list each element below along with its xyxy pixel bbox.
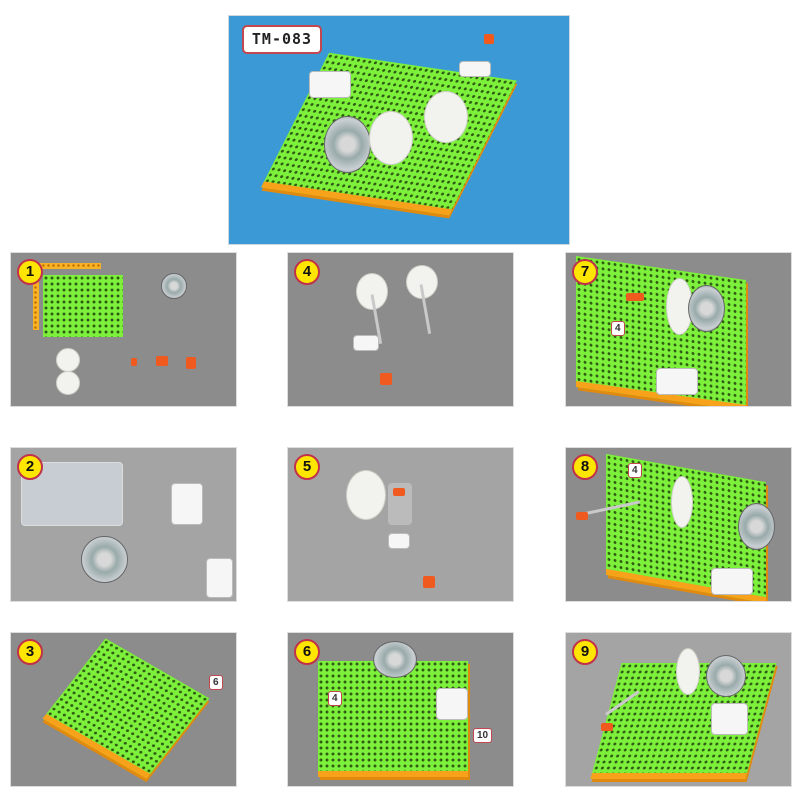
crank-holder (353, 335, 379, 351)
led-holder (171, 483, 203, 525)
model-label: TM-083 (242, 25, 322, 54)
step-badge: 5 (294, 454, 320, 480)
green-board (42, 638, 210, 779)
motor (324, 116, 371, 173)
gear-disk (676, 648, 700, 695)
led-holder (436, 688, 468, 720)
green-board (43, 275, 123, 337)
crank-handle (380, 373, 392, 385)
screw-callout: 4 (328, 691, 342, 706)
step-badge: 8 (572, 454, 598, 480)
step-1-panel: 1 (10, 252, 237, 407)
gear-disk (369, 111, 413, 165)
gear-disk (56, 371, 80, 395)
step-badge: 1 (17, 259, 43, 285)
step-9-panel: 9 (565, 632, 792, 787)
orange-part (186, 357, 196, 369)
gear-disk (424, 91, 468, 143)
step-badge: 3 (17, 639, 43, 665)
gear-disk (56, 348, 80, 372)
gear-disk (356, 273, 388, 310)
crank-holder (459, 61, 491, 77)
motor (373, 641, 417, 678)
screw-callout: 4 (611, 321, 625, 336)
motor (161, 273, 187, 299)
step-7-panel: 7 4 (565, 252, 792, 407)
motor (706, 655, 746, 697)
orange-part (156, 356, 168, 366)
gear-disk (346, 470, 386, 520)
step-5-panel: 5 (287, 447, 514, 602)
step-2-panel: 2 (10, 447, 237, 602)
step-badge: 9 (572, 639, 598, 665)
step-badge: 6 (294, 639, 320, 665)
frame-strip (33, 265, 39, 330)
product-hero-photo: TM-083 (228, 15, 570, 245)
crank-handle (601, 723, 613, 731)
led-holder (711, 703, 748, 735)
crank-holder (388, 533, 410, 549)
motor (81, 536, 128, 583)
step-badge: 4 (294, 259, 320, 285)
orange-part (393, 488, 405, 496)
crank-handle (484, 34, 494, 44)
motor (688, 285, 725, 332)
frame-strip (31, 263, 101, 269)
detail-inset (21, 462, 123, 526)
step-8-panel: 8 4 (565, 447, 792, 602)
screw-callout: 10 (473, 728, 493, 743)
step-badge: 7 (572, 259, 598, 285)
orange-part (626, 293, 644, 301)
screw-callout: 4 (628, 463, 642, 478)
step-3-panel: 3 6 (10, 632, 237, 787)
crank-handle (423, 576, 435, 588)
orange-part (131, 358, 137, 366)
step-badge: 2 (17, 454, 43, 480)
led-holder (309, 71, 351, 98)
step-6-panel: 6 4 10 (287, 632, 514, 787)
led-holder (656, 368, 698, 395)
led-icon-box (206, 558, 233, 598)
step-4-panel: 4 (287, 252, 514, 407)
led-holder (711, 568, 753, 595)
gear-disk (671, 476, 693, 528)
screw-callout: 6 (209, 675, 223, 690)
crank-handle (576, 512, 588, 520)
motor (738, 503, 775, 550)
